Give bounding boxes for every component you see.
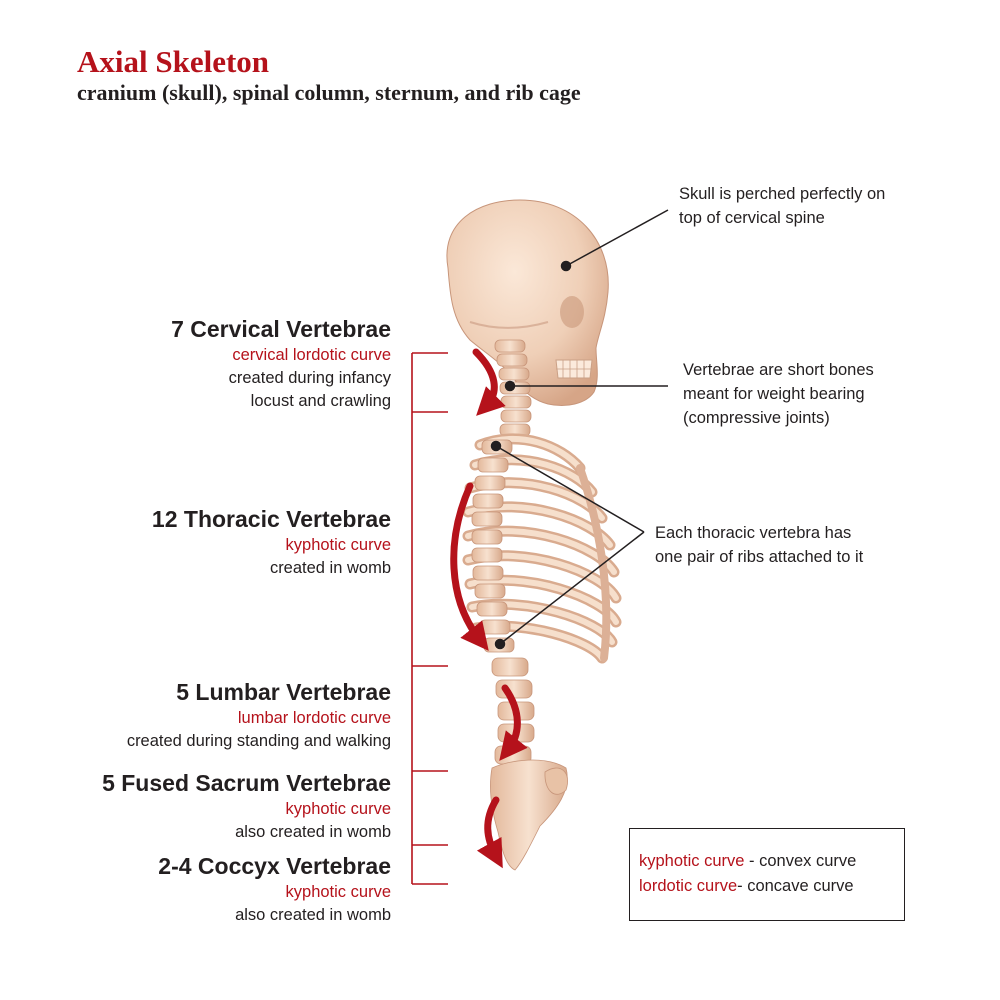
section-heading: 5 Fused Sacrum Vertebrae: [102, 770, 391, 796]
diagram-subtitle: cranium (skull), spinal column, sternum,…: [77, 80, 581, 105]
section-cervical: 7 Cervical Vertebrae cervical lordotic c…: [171, 314, 391, 413]
region-bracket: [411, 352, 448, 885]
skull-callout-dot: [560, 260, 572, 272]
vertebrae-callout-dot: [504, 380, 516, 392]
section-thoracic: 12 Thoracic Vertebrae kyphotic curve cre…: [152, 504, 391, 580]
section-description: created during infancy: [228, 369, 391, 387]
curve-legend: kyphotic curve - convex curve lordotic c…: [629, 828, 905, 921]
diagram-title: Axial Skeleton: [77, 44, 270, 79]
note-line: meant for weight bearing: [683, 385, 865, 403]
skull-shape: [446, 199, 609, 406]
legend-definition: - convex curve: [744, 852, 857, 870]
legend-term: kyphotic curve: [639, 852, 745, 870]
note-line: one pair of ribs attached to it: [655, 548, 864, 566]
legend-row-lordotic: lordotic curve- concave curve: [639, 874, 904, 899]
curve-arrows: [450, 348, 528, 869]
section-description: created during standing and walking: [126, 732, 391, 750]
callout-lines: [490, 209, 669, 650]
sacrum-coccyx-shape: [490, 759, 568, 871]
section-description: locust and crawling: [250, 392, 391, 410]
note-line: Vertebrae are short bones: [683, 361, 874, 379]
section-curve: lumbar lordotic curve: [237, 709, 391, 727]
ribs-note: Each thoracic vertebra has one pair of r…: [655, 521, 863, 569]
section-curve: cervical lordotic curve: [232, 346, 391, 364]
section-description: created in womb: [269, 559, 391, 577]
ribs-callout-dot-lower: [494, 638, 506, 650]
sacrum-curve-arrow: [476, 796, 503, 869]
section-sacrum: 5 Fused Sacrum Vertebrae kyphotic curve …: [102, 768, 391, 844]
note-line: top of cervical spine: [679, 209, 825, 227]
thoracic-curve-arrow: [450, 482, 489, 651]
section-description: also created in womb: [235, 906, 391, 924]
section-heading: 7 Cervical Vertebrae: [171, 316, 391, 342]
note-line: Each thoracic vertebra has: [655, 524, 852, 542]
section-curve: kyphotic curve: [285, 800, 391, 818]
section-curve: kyphotic curve: [285, 536, 391, 554]
skull-callout-line: [565, 209, 669, 267]
ribs-callout-line-lower: [499, 531, 645, 645]
legend-definition: - concave curve: [737, 877, 854, 895]
section-coccyx: 2-4 Coccyx Vertebrae kyphotic curve also…: [158, 851, 391, 927]
section-description: also created in womb: [235, 823, 391, 841]
section-heading: 5 Lumbar Vertebrae: [176, 679, 391, 705]
cervical-curve-arrow: [472, 348, 506, 416]
legend-term: lordotic curve: [639, 877, 738, 895]
section-curve: kyphotic curve: [285, 883, 391, 901]
legend-row-kyphotic: kyphotic curve - convex curve: [639, 849, 904, 874]
cervical-spine-shape: [494, 339, 532, 437]
note-line: (compressive joints): [683, 409, 830, 427]
section-lumbar: 5 Lumbar Vertebrae lumbar lordotic curve…: [127, 677, 391, 753]
lumbar-curve-arrow: [499, 684, 528, 761]
note-line: Skull is perched perfectly on: [679, 185, 886, 203]
section-heading: 2-4 Coccyx Vertebrae: [158, 853, 391, 879]
ribs-callout-dot-upper: [490, 440, 502, 452]
ribs-callout-line-upper: [495, 445, 645, 533]
section-heading: 12 Thoracic Vertebrae: [151, 506, 391, 532]
vertebrae-note: Vertebrae are short bones meant for weig…: [683, 358, 874, 430]
thoracic-spine-shape: [471, 439, 515, 653]
skull-note: Skull is perched perfectly on top of cer…: [679, 182, 885, 230]
